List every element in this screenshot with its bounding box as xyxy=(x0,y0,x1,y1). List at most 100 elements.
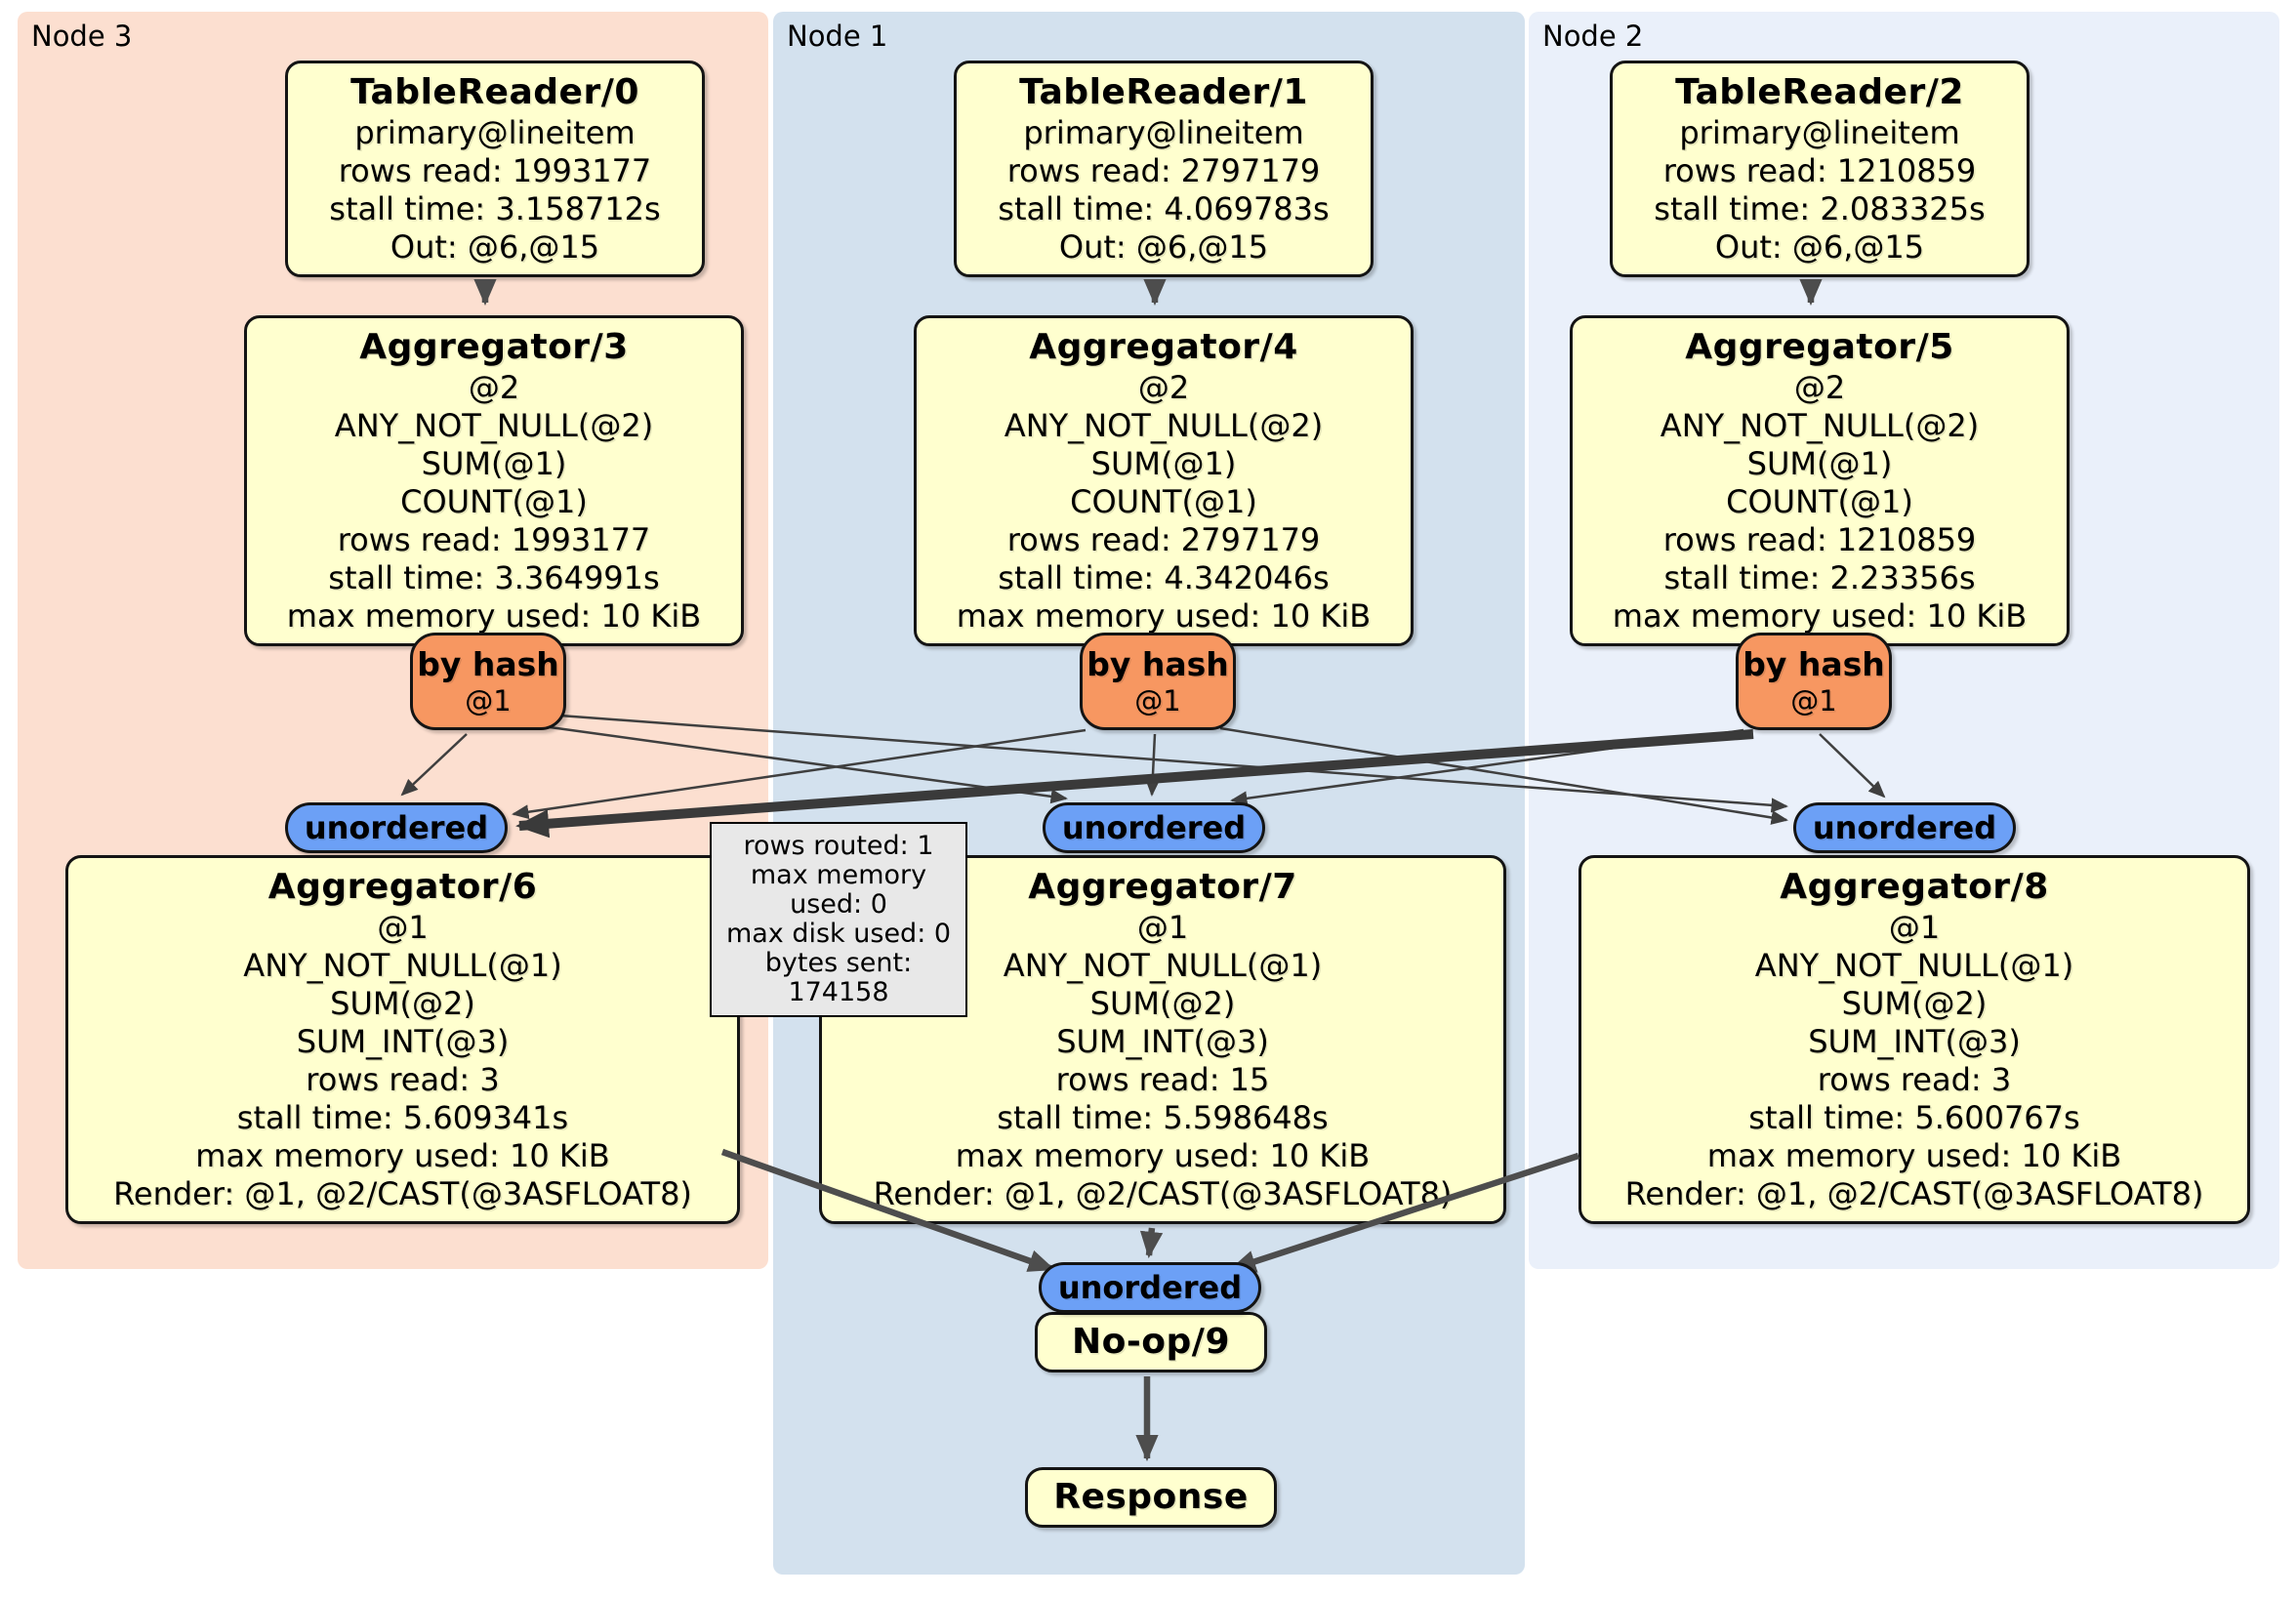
unordered-sync-node2[interactable]: unordered xyxy=(1793,802,2016,853)
box-line: rows read: 3 xyxy=(1817,1061,2012,1098)
box-line: ANY_NOT_NULL(@2) xyxy=(1004,407,1324,444)
box-line: @2 xyxy=(1137,369,1190,406)
hash-router-label: by hash xyxy=(1086,645,1229,683)
box-line: primary@lineitem xyxy=(1023,114,1304,151)
box-line: rows read: 1993177 xyxy=(337,521,651,558)
box-tablereader-0[interactable]: TableReader/0 primary@lineitem rows read… xyxy=(285,61,705,277)
box-tablereader-2[interactable]: TableReader/2 primary@lineitem rows read… xyxy=(1610,61,2030,277)
box-line: ANY_NOT_NULL(@2) xyxy=(1660,407,1980,444)
hash-router-node1[interactable]: by hash @1 xyxy=(1080,633,1236,730)
box-line: rows read: 1210859 xyxy=(1662,152,1977,189)
panel-node2-label: Node 2 xyxy=(1542,20,1644,53)
box-line: rows read: 1210859 xyxy=(1662,521,1977,558)
box-line: ANY_NOT_NULL(@1) xyxy=(1003,947,1323,984)
box-line: ANY_NOT_NULL(@2) xyxy=(334,407,654,444)
box-aggregator-5[interactable]: Aggregator/5 @2 ANY_NOT_NULL(@2) SUM(@1)… xyxy=(1570,315,2070,646)
unordered-label: unordered xyxy=(304,809,489,846)
unordered-sync-node1[interactable]: unordered xyxy=(1043,802,1265,853)
box-aggregator-6[interactable]: Aggregator/6 @1 ANY_NOT_NULL(@1) SUM(@2)… xyxy=(65,855,740,1224)
panel-node3-label: Node 3 xyxy=(31,20,133,53)
box-noop-9[interactable]: No-op/9 xyxy=(1035,1312,1267,1372)
box-line: @2 xyxy=(1793,369,1846,406)
box-line: SUM(@2) xyxy=(1089,985,1236,1022)
box-line: Render: @1, @2/CAST(@3ASFLOAT8) xyxy=(113,1175,692,1212)
box-line: stall time: 5.609341s xyxy=(236,1099,569,1136)
box-line: max memory used: 10 KiB xyxy=(195,1137,610,1174)
hash-router-key: @1 xyxy=(1134,684,1181,717)
box-line: SUM_INT(@3) xyxy=(1808,1023,2021,1060)
box-line: Out: @6,@15 xyxy=(390,228,600,266)
box-line: COUNT(@1) xyxy=(1726,483,1913,520)
hash-router-node2[interactable]: by hash @1 xyxy=(1736,633,1892,730)
box-title: TableReader/1 xyxy=(1019,72,1308,112)
box-line: primary@lineitem xyxy=(354,114,636,151)
box-line: Out: @6,@15 xyxy=(1714,228,1925,266)
tooltip-line: bytes sent: 174158 xyxy=(764,948,913,1007)
unordered-sync-node3[interactable]: unordered xyxy=(285,802,508,853)
stream-stats-tooltip: rows routed: 1 max memory used: 0 max di… xyxy=(710,822,967,1017)
unordered-label: unordered xyxy=(1061,809,1247,846)
box-line: max memory used: 10 KiB xyxy=(955,1137,1371,1174)
box-line: Out: @6,@15 xyxy=(1058,228,1269,266)
box-line: SUM(@1) xyxy=(1746,445,1893,482)
box-line: SUM(@1) xyxy=(421,445,567,482)
box-title: Aggregator/3 xyxy=(359,327,629,367)
tooltip-line: max memory used: 0 xyxy=(750,860,927,920)
box-line: stall time: 4.069783s xyxy=(998,190,1330,227)
box-line: primary@lineitem xyxy=(1679,114,1960,151)
box-line: stall time: 3.364991s xyxy=(328,559,660,596)
box-line: SUM_INT(@3) xyxy=(296,1023,510,1060)
box-title: Response xyxy=(1053,1477,1249,1517)
box-line: ANY_NOT_NULL(@1) xyxy=(243,947,562,984)
box-line: rows read: 3 xyxy=(306,1061,500,1098)
box-line: max memory used: 10 KiB xyxy=(956,597,1372,635)
box-line: @1 xyxy=(1136,909,1189,946)
hash-router-key: @1 xyxy=(465,684,512,717)
box-line: max memory used: 10 KiB xyxy=(286,597,702,635)
unordered-sync-final[interactable]: unordered xyxy=(1039,1262,1261,1313)
tooltip-line: max disk used: 0 xyxy=(725,919,952,949)
box-line: rows read: 2797179 xyxy=(1006,152,1321,189)
box-line: stall time: 5.598648s xyxy=(997,1099,1329,1136)
box-title: Aggregator/4 xyxy=(1029,327,1298,367)
box-line: COUNT(@1) xyxy=(400,483,588,520)
box-line: COUNT(@1) xyxy=(1070,483,1257,520)
unordered-label: unordered xyxy=(1812,809,1997,846)
box-line: SUM_INT(@3) xyxy=(1056,1023,1269,1060)
box-line: max memory used: 10 KiB xyxy=(1612,597,2028,635)
box-title: Aggregator/6 xyxy=(267,867,538,907)
box-line: SUM(@1) xyxy=(1090,445,1237,482)
box-title: Aggregator/8 xyxy=(1780,867,2049,907)
panel-node1-label: Node 1 xyxy=(787,20,888,53)
box-response[interactable]: Response xyxy=(1025,1467,1277,1528)
box-title: Aggregator/5 xyxy=(1685,327,1954,367)
box-line: Render: @1, @2/CAST(@3ASFLOAT8) xyxy=(1624,1175,2204,1212)
tooltip-line: rows routed: 1 xyxy=(743,831,934,861)
box-line: ANY_NOT_NULL(@1) xyxy=(1754,947,2074,984)
hash-router-node3[interactable]: by hash @1 xyxy=(410,633,566,730)
box-title: Aggregator/7 xyxy=(1028,867,1297,907)
box-line: @1 xyxy=(377,909,429,946)
unordered-label: unordered xyxy=(1057,1269,1243,1306)
box-aggregator-8[interactable]: Aggregator/8 @1 ANY_NOT_NULL(@1) SUM(@2)… xyxy=(1578,855,2250,1224)
hash-router-key: @1 xyxy=(1790,684,1837,717)
box-tablereader-1[interactable]: TableReader/1 primary@lineitem rows read… xyxy=(954,61,1374,277)
box-title: No-op/9 xyxy=(1071,1322,1230,1362)
box-title: TableReader/0 xyxy=(350,72,639,112)
box-line: stall time: 2.083325s xyxy=(1654,190,1986,227)
box-line: SUM(@2) xyxy=(330,985,475,1022)
box-line: stall time: 4.342046s xyxy=(998,559,1330,596)
box-line: @1 xyxy=(1888,909,1941,946)
box-line: SUM(@2) xyxy=(1841,985,1988,1022)
box-line: @2 xyxy=(468,369,520,406)
hash-router-label: by hash xyxy=(1742,645,1885,683)
box-aggregator-3[interactable]: Aggregator/3 @2 ANY_NOT_NULL(@2) SUM(@1)… xyxy=(244,315,744,646)
box-line: Render: @1, @2/CAST(@3ASFLOAT8) xyxy=(873,1175,1453,1212)
box-aggregator-4[interactable]: Aggregator/4 @2 ANY_NOT_NULL(@2) SUM(@1)… xyxy=(914,315,1414,646)
box-line: rows read: 2797179 xyxy=(1006,521,1321,558)
box-line: rows read: 15 xyxy=(1055,1061,1270,1098)
box-title: TableReader/2 xyxy=(1675,72,1964,112)
hash-router-label: by hash xyxy=(417,645,559,683)
box-line: stall time: 5.600767s xyxy=(1748,1099,2080,1136)
